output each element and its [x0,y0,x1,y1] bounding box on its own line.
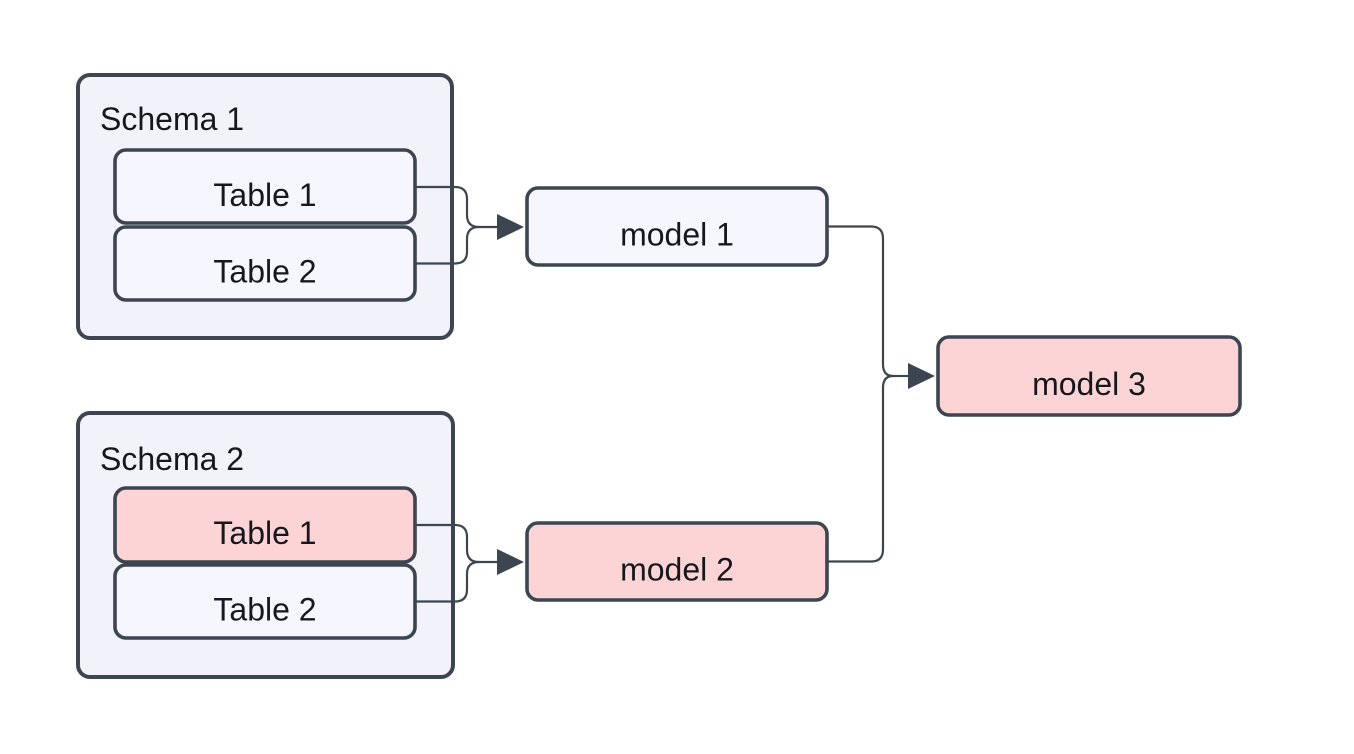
schema-2-table-2-node [113,563,417,640]
schema-2-table-1-node [113,486,417,564]
schema-2-table-2-label: Table 2 [213,592,316,628]
model-2-node [525,521,829,602]
model-1-label: model 1 [620,217,734,253]
arrowhead-into-model3-icon [908,363,935,389]
schema-2-table-1-label: Table 1 [213,515,316,551]
arrowhead-into-model1-icon [497,214,524,240]
schema-1-table-2-node [113,225,417,302]
edge-schema2-table1-to-model2 [415,523,480,564]
edge-model1-to-model3 [827,225,894,378]
edge-schema2-table2-to-model2 [415,560,480,603]
model-1-node [525,186,829,267]
arrowhead-into-model2-icon [497,549,524,575]
model-2-label: model 2 [620,552,734,588]
model-3-node [936,335,1242,417]
edge-schema1-table1-to-model1 [415,185,480,229]
model-3-label: model 3 [1032,366,1146,402]
schema-2-title: Schema 2 [100,441,244,477]
schema-1-table-1-node [113,148,417,225]
schema-1-title: Schema 1 [100,101,244,137]
schema-1-table-1-label: Table 1 [213,177,316,213]
schema-1-table-2-label: Table 2 [213,254,316,290]
edge-model2-to-model3 [827,374,894,563]
edge-schema1-table2-to-model1 [415,225,480,265]
